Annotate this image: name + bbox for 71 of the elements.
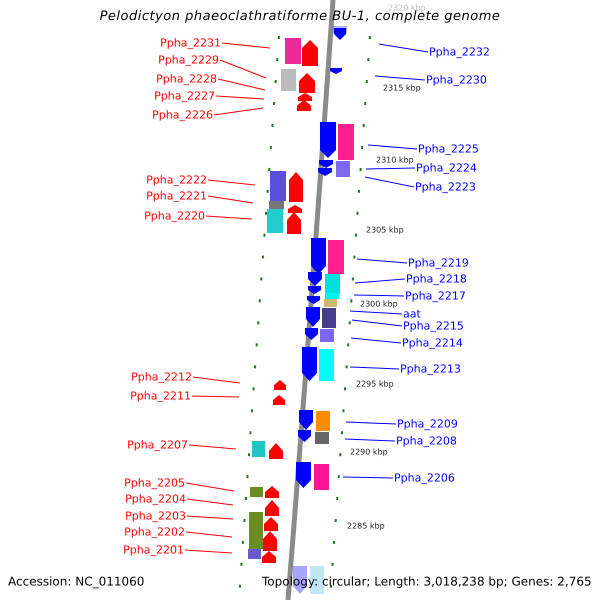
leader-line: [208, 196, 254, 204]
gene-label: Ppha_2213: [400, 362, 461, 376]
leader-line: [222, 42, 270, 48]
gene-label: Ppha_2222: [146, 174, 207, 186]
scale-label: 2285 kbp: [347, 520, 385, 532]
gene-label: Ppha_2207: [127, 438, 188, 452]
gene-label: Ppha_2211: [130, 390, 191, 402]
gene-label: Ppha_2223: [415, 180, 476, 194]
gene-label: Ppha_2209: [397, 418, 458, 430]
leader-line: [346, 422, 396, 424]
leader-line: [192, 376, 240, 384]
gene-label: Ppha_2220: [144, 210, 205, 222]
leader-line: [378, 44, 428, 52]
leader-line: [364, 176, 414, 188]
leader-line: [186, 498, 234, 506]
gene-label: Ppha_2228: [156, 72, 217, 86]
gene-label: Ppha_2224: [416, 162, 477, 174]
gene-label: Ppha_2230: [426, 74, 487, 86]
footer-text: Topology: circular; Length: 3,018,238 bp; Genes: 2,765: [262, 576, 592, 588]
gene-label: aat: [403, 308, 421, 320]
gene-label: Ppha_2208: [396, 434, 457, 448]
leader-line: [220, 60, 266, 78]
gene-label: Ppha_2218: [406, 272, 467, 286]
gene-label: Ppha_2202: [124, 526, 185, 538]
gene-label: Ppha_2206: [394, 472, 455, 484]
gene-label: Ppha_2226: [152, 108, 213, 122]
leader-line: [218, 78, 266, 90]
gene-label: Ppha_2232: [429, 46, 490, 58]
gene-label: Ppha_2214: [402, 336, 463, 350]
gene-label: Ppha_2219: [408, 256, 469, 270]
gene-label: Ppha_2212: [131, 370, 192, 384]
scale-label: 2295 kbp: [356, 378, 394, 390]
footer-text: Accession: NC_011060: [8, 576, 144, 588]
leader-line: [344, 438, 396, 442]
leader-line: [342, 476, 394, 478]
leader-line: [186, 482, 234, 492]
leader-line: [188, 444, 236, 450]
leader-line: [184, 550, 232, 554]
leader-line: [186, 516, 234, 520]
gene-label: Ppha_2217: [405, 290, 466, 302]
gene-label: Ppha_2221: [146, 190, 207, 202]
leader-line: [350, 366, 400, 370]
leader-line: [186, 532, 232, 538]
leader-line: [208, 180, 256, 186]
gene-label: Ppha_2205: [124, 476, 185, 490]
gene-label: Ppha_2203: [125, 510, 186, 522]
gene-label: Ppha_2225: [418, 142, 479, 156]
leader-line: [216, 96, 264, 100]
leader-line: [350, 310, 402, 314]
scale-label: 2305 kbp: [366, 224, 404, 236]
leader-line: [214, 108, 264, 116]
leader-line: [368, 144, 418, 150]
gene-label: Ppha_2204: [125, 492, 186, 506]
leader-line: [374, 76, 426, 80]
leader-line: [354, 278, 406, 284]
leader-line: [352, 320, 402, 326]
leader-line: [354, 294, 404, 296]
scale-label: 2290 kbp: [350, 446, 388, 458]
scale-label: 2300 kbp: [360, 298, 398, 310]
gene-label: Ppha_2215: [403, 320, 464, 332]
leader-line: [356, 258, 408, 264]
leader-line: [366, 168, 416, 170]
gene-label: Ppha_2201: [123, 544, 184, 556]
gene-label: Ppha_2227: [154, 90, 215, 102]
gene-label: Ppha_2229: [158, 54, 219, 66]
leader-line: [206, 216, 252, 220]
gene-label: Ppha_2231: [160, 36, 221, 50]
leader-line: [350, 338, 402, 344]
leader-line: [192, 396, 240, 398]
scale-label: 2315 kbp: [383, 82, 421, 94]
scale-label: 2310 kbp: [376, 154, 414, 166]
